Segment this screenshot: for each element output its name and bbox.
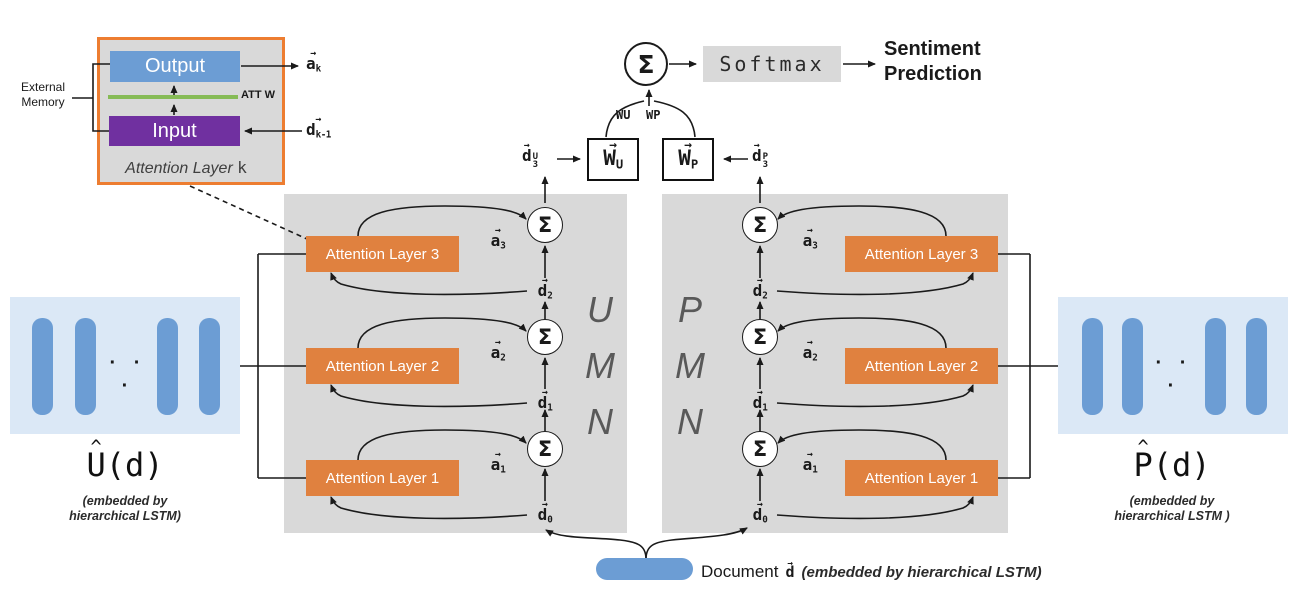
dk1-vector-label: →dk-1 <box>306 114 331 141</box>
embedding-bar <box>1122 318 1143 415</box>
product-embedding-caption: (embedded by hierarchical LSTM ) <box>1114 494 1230 523</box>
hat-icon: ^ <box>1137 437 1149 459</box>
ellipsis-dots: · · · <box>1155 352 1193 397</box>
pmn-sum-1: Σ <box>742 431 778 467</box>
pmn-attention-layer-1: Attention Layer 1 <box>845 460 998 496</box>
pmn-d2-label: →d2 <box>752 275 768 302</box>
umn-d2-label: →d2 <box>537 275 553 302</box>
embedding-bar <box>32 318 53 415</box>
vector-arrow-icon: → <box>757 275 763 287</box>
user-embedding-symbol: ^U(d) <box>86 437 164 484</box>
att-w-label: ATT W <box>241 89 276 101</box>
wu-weight-box: →WU <box>587 138 639 181</box>
pmn-title: P M N <box>675 289 705 442</box>
umn-d0-label: →d0 <box>537 499 553 526</box>
umn-sum-1: Σ <box>527 431 563 467</box>
sentiment-prediction-label: Sentiment Prediction <box>884 38 982 85</box>
vector-arrow-icon: → <box>542 387 548 399</box>
sigma-symbol: Σ <box>637 49 655 79</box>
sigma-symbol: Σ <box>537 325 553 349</box>
vector-arrow-icon: → <box>315 114 322 126</box>
umn-a1-label: →a1 <box>490 449 506 476</box>
vector-arrow-icon: → <box>542 499 548 511</box>
softmax-box: Softmax <box>703 46 841 82</box>
document-bar <box>596 558 693 580</box>
sigma-symbol: Σ <box>537 437 553 461</box>
pmn-attention-layer-2: Attention Layer 2 <box>845 348 998 384</box>
final-sum-node: Σ <box>624 42 668 86</box>
embedding-bar <box>1205 318 1226 415</box>
pmn-attention-layer-3: Attention Layer 3 <box>845 236 998 272</box>
vector-arrow-icon: → <box>495 449 501 461</box>
umn-sum-3: Σ <box>527 207 563 243</box>
vector-arrow-icon: → <box>310 48 317 60</box>
pmn-sum-3: Σ <box>742 207 778 243</box>
attention-weights-line <box>108 95 238 99</box>
user-embedding-caption: (embedded by hierarchical LSTM) <box>69 494 181 523</box>
pmn-sum-2: Σ <box>742 319 778 355</box>
wu-tag: WU <box>616 108 631 122</box>
umn-d1-label: →d1 <box>537 387 553 414</box>
pmn-d0-label: →d0 <box>752 499 768 526</box>
ellipsis-dots: · · · <box>109 352 147 397</box>
sigma-symbol: Σ <box>752 213 768 237</box>
document-to-umn-arrow <box>545 529 647 560</box>
umn-attention-layer-3: Attention Layer 3 <box>306 236 459 272</box>
vector-arrow-icon: → <box>807 225 813 237</box>
sigma-symbol: Σ <box>537 213 553 237</box>
sigma-symbol: Σ <box>752 437 768 461</box>
vector-arrow-icon: → <box>495 225 501 237</box>
memory-input-box: Input <box>109 116 240 146</box>
umn-attention-layer-1: Attention Layer 1 <box>306 460 459 496</box>
embedding-bar <box>1082 318 1103 415</box>
inset-caption: Attention Layer k <box>125 158 247 177</box>
vector-arrow-icon: → <box>609 138 617 154</box>
embedding-bar <box>75 318 96 415</box>
vector-arrow-icon: → <box>807 337 813 349</box>
embedding-bar <box>157 318 178 415</box>
product-embedding-symbol: ^P(d) <box>1133 437 1211 484</box>
vector-arrow-icon: → <box>787 557 793 569</box>
embedding-bar <box>1246 318 1267 415</box>
vector-arrow-icon: → <box>523 140 530 152</box>
vector-arrow-icon: → <box>542 275 548 287</box>
sigma-symbol: Σ <box>752 325 768 349</box>
pmn-a2-label: →a2 <box>802 337 818 364</box>
wp-tag: WP <box>646 108 661 122</box>
external-memory-label: External Memory <box>20 80 66 109</box>
vector-arrow-icon: → <box>753 140 760 152</box>
vector-arrow-icon: → <box>495 337 501 349</box>
umn-attention-layer-2: Attention Layer 2 <box>306 348 459 384</box>
pmn-a1-label: →a1 <box>802 449 818 476</box>
document-label: Document →d (embedded by hierarchical LS… <box>701 557 1042 581</box>
vector-arrow-icon: → <box>757 499 763 511</box>
hat-icon: ^ <box>90 437 102 459</box>
vector-arrow-icon: → <box>807 449 813 461</box>
wp-weight-box: →WP <box>662 138 714 181</box>
pmn-a3-label: →a3 <box>802 225 818 252</box>
vector-arrow-icon: → <box>684 138 692 154</box>
vector-arrow-icon: → <box>757 387 763 399</box>
umn-a2-label: →a2 <box>490 337 506 364</box>
pmn-d1-label: →d1 <box>752 387 768 414</box>
embedding-bar <box>199 318 220 415</box>
ak-vector-label: →ak <box>306 48 321 75</box>
umn-title: U M N <box>585 289 615 442</box>
memory-output-box: Output <box>110 51 240 82</box>
umn-sum-2: Σ <box>527 319 563 355</box>
umn-a3-label: →a3 <box>490 225 506 252</box>
